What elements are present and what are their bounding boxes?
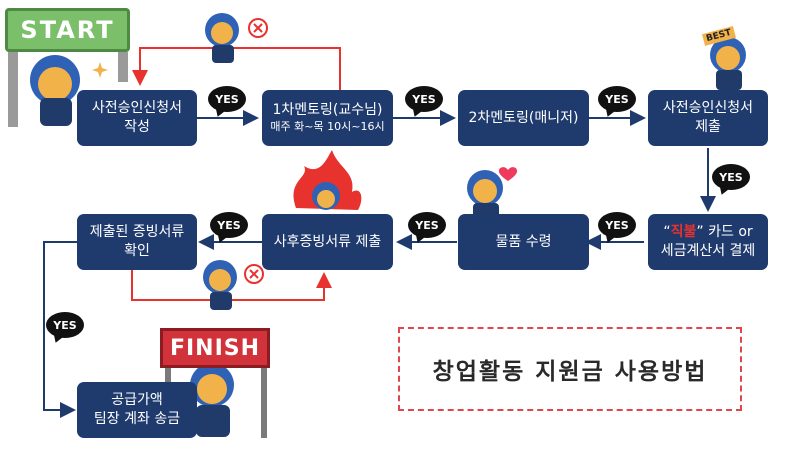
lion-mascot-icon: [203, 260, 237, 310]
yes-speech-bubble-icon: YES: [46, 312, 84, 338]
finish-banner: FINISH: [160, 328, 270, 368]
reject-x-icon: [244, 264, 264, 284]
arrow-8-9: [43, 241, 77, 418]
lion-mascot-icon: [710, 37, 746, 90]
lion-mascot-icon: [205, 13, 239, 63]
yes-speech-bubble-icon: YES: [408, 212, 446, 238]
debit-highlight: 직불: [670, 224, 697, 241]
page-title: 창업활동 지원금 사용방법: [432, 359, 708, 385]
step-submit-evidence: 사후증빙서류 제출: [262, 214, 393, 270]
lion-mascot-icon: [467, 170, 503, 219]
finish-post-right: [261, 368, 267, 438]
fire-icon: [293, 150, 362, 210]
start-post-right: [118, 52, 128, 82]
yes-speech-bubble-icon: YES: [210, 212, 248, 238]
start-post-left: [8, 52, 18, 127]
start-sign: START: [5, 8, 130, 52]
reject-loop-top: [132, 47, 341, 90]
yes-speech-bubble-icon: YES: [712, 164, 750, 190]
sparkle-icon: [92, 62, 108, 78]
yes-speech-bubble-icon: YES: [405, 86, 443, 112]
reject-x-icon: [248, 18, 268, 38]
yes-speech-bubble-icon: YES: [208, 86, 246, 112]
step-receive-goods: 물품 수령: [458, 214, 589, 270]
yes-speech-bubble-icon: YES: [598, 212, 636, 238]
step-mentoring-professor: 1차멘토링(교수님)매주 화~목 10시~16시: [262, 90, 393, 146]
yes-speech-bubble-icon: YES: [598, 86, 636, 112]
page-title-box: 창업활동 지원금 사용방법: [398, 327, 742, 411]
lion-mascot-icon: [30, 55, 80, 126]
step-mentoring-manager: 2차멘토링(매니저): [458, 90, 589, 146]
heart-icon: [498, 167, 518, 181]
step-payment: “직불” 카드 or 세금계산서 결제: [648, 214, 768, 270]
lion-mascot-icon: [190, 363, 234, 437]
